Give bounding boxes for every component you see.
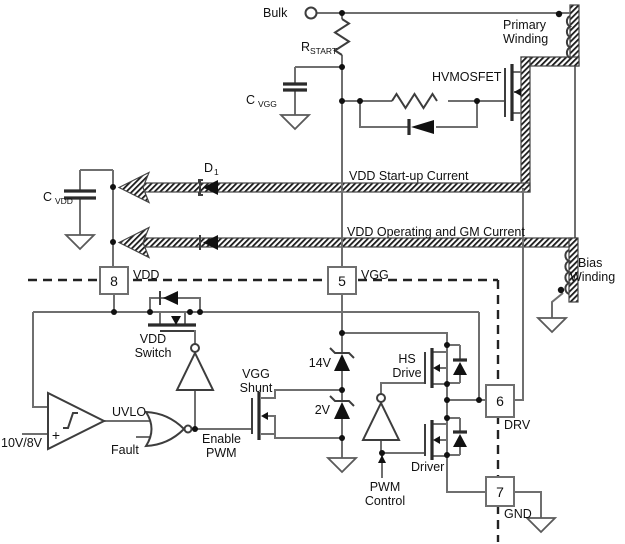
- zener-2v-label: 2V: [315, 403, 331, 417]
- primary-winding-label-2: Winding: [503, 32, 548, 46]
- cvgg-label: C: [246, 93, 255, 107]
- inverter-bubble-icon: [190, 343, 200, 353]
- driver-body-diode-icon: [453, 430, 467, 447]
- pin-number: 8: [110, 273, 118, 289]
- bulk-label: Bulk: [263, 6, 288, 20]
- ground-symbols: [63, 114, 569, 534]
- nor-gate-symbol: [144, 410, 193, 448]
- hysteresis-icon: [63, 412, 78, 429]
- primary-winding-label-1: Primary: [503, 18, 547, 32]
- startup-current-label: VDD Start-up Current: [349, 169, 469, 183]
- vdd-switch-mosfet-symbol: [148, 316, 196, 332]
- bias-winding-coil-icon: [557, 249, 572, 295]
- d1-sub-label: 1: [214, 167, 219, 177]
- ground-icon: [535, 317, 569, 334]
- zener-14v-icon: [329, 347, 355, 371]
- cvdd-label: C: [43, 190, 52, 204]
- pwm-control-label-2: Control: [365, 494, 405, 508]
- bias-winding-label-1: Bias: [578, 256, 602, 270]
- fault-label: Fault: [111, 443, 139, 457]
- gate-diode-icon: [407, 119, 434, 135]
- vgg-shunt-label-1: VGG: [242, 367, 270, 381]
- hs-body-diode-icon: [453, 358, 467, 375]
- vgg-shunt-label-2: Shunt: [240, 381, 273, 395]
- rstart-sub-label: START: [310, 46, 337, 56]
- bias-band-vertical: [568, 237, 579, 303]
- ic-boundary: [28, 278, 500, 542]
- operating-current-arrow-icon: [117, 226, 151, 259]
- hvmosfet-label: HVMOSFET: [432, 70, 502, 84]
- uvlo-label: UVLO: [112, 405, 146, 419]
- comparator-plus-label: +: [52, 427, 60, 443]
- pin-name: VGG: [361, 268, 389, 282]
- pwm-control-label-1: PWM: [370, 480, 401, 494]
- operating-path-diode-icon: [199, 235, 218, 250]
- current-bands: [117, 4, 580, 303]
- vdd-switch-label-1: VDD: [140, 332, 166, 346]
- enable-pwm-label-1: Enable: [202, 432, 241, 446]
- bias-winding-label-2: Winding: [570, 270, 615, 284]
- rstart-label: R: [301, 40, 310, 54]
- startup-current-arrow-icon: [117, 171, 151, 204]
- vdd-switch-inverter-symbol: [175, 343, 215, 391]
- zener-14v-label: 14V: [309, 356, 332, 370]
- cvgg-capacitor-icon: [283, 82, 307, 92]
- vgg-shunt-mosfet-symbol: [251, 392, 268, 440]
- driver-mosfet-symbol: [424, 420, 440, 460]
- primary-phase-dot-icon: [555, 10, 563, 18]
- ground-icon: [325, 457, 359, 474]
- pwm-control-arrow-icon: [378, 455, 386, 463]
- pin-number: 5: [338, 273, 346, 289]
- vdd-switch-label-2: Switch: [135, 346, 172, 360]
- startup-current-band: [142, 182, 531, 193]
- hvmosfet-band-vertical: [520, 56, 531, 193]
- uvlo-comparator-symbol: +: [47, 391, 107, 451]
- driver-label: Driver: [411, 460, 444, 474]
- pin-5-vgg: 5 VGG: [327, 266, 389, 295]
- pin-8-vdd: 8 VDD: [99, 266, 159, 295]
- vdd-switch-body-diode-icon: [159, 291, 178, 305]
- uvlo-threshold-label: 10V/8V: [1, 436, 43, 450]
- bulk-terminal-icon: [304, 6, 318, 20]
- hs-drive-label-1: HS: [398, 352, 415, 366]
- pin-name: DRV: [504, 418, 531, 432]
- nor-bubble-icon: [183, 424, 193, 434]
- hvmosfet-symbol: [504, 64, 521, 121]
- pin-6-drv: 6 DRV: [485, 384, 531, 432]
- cvdd-capacitor-icon: [64, 189, 96, 200]
- hs-drive-label-2: Drive: [392, 366, 421, 380]
- junction-dots: [110, 10, 482, 458]
- labels: Bulk R START C VGG C VDD D 1 HVMOSFET Pr…: [1, 6, 615, 508]
- d1-label: D: [204, 161, 213, 175]
- primary-winding-coil-icon: [555, 10, 573, 59]
- ground-icon: [524, 517, 558, 534]
- gate-resistor-icon: [391, 92, 438, 110]
- pin-number: 6: [496, 393, 504, 409]
- ground-icon: [278, 114, 312, 131]
- zener-2v-icon: [329, 395, 355, 419]
- cvgg-sub-label: VGG: [258, 99, 277, 109]
- rstart-resistor-icon: [333, 18, 351, 56]
- d1-diode-icon: [198, 179, 218, 196]
- cvdd-sub-label: VDD: [55, 196, 73, 206]
- inverter-bubble-icon: [376, 393, 386, 403]
- hs-drive-mosfet-symbol: [424, 348, 440, 388]
- operating-current-label: VDD Operating and GM Current: [347, 225, 525, 239]
- pin-name: VDD: [133, 268, 159, 282]
- pin-7-gnd: 7 GND: [485, 476, 532, 521]
- pin-number: 7: [496, 484, 504, 500]
- enable-pwm-label-2: PWM: [206, 446, 237, 460]
- bias-phase-dot-icon: [557, 286, 565, 294]
- hs-drive-inverter-symbol: [361, 393, 401, 441]
- ground-icon: [63, 234, 97, 251]
- pin-name: GND: [504, 507, 532, 521]
